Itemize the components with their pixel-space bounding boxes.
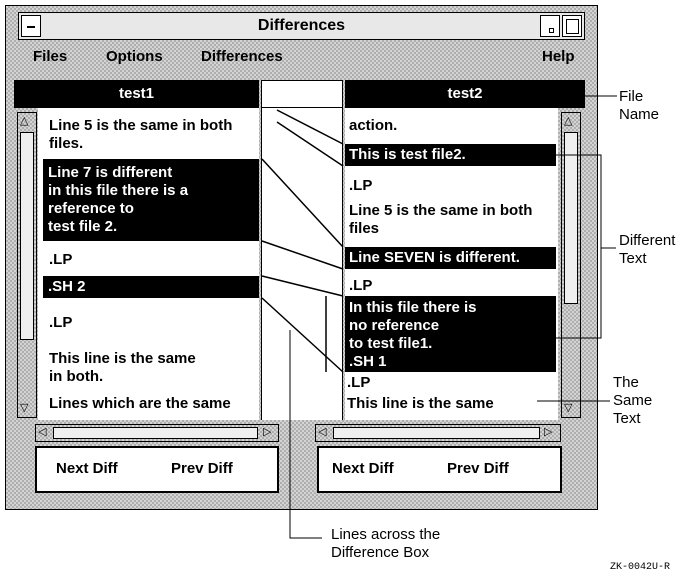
left-h-scroll-thumb[interactable]	[53, 427, 258, 439]
scroll-up-arrow-icon[interactable]: △	[20, 115, 29, 127]
left-diff-block	[43, 276, 259, 298]
menu-help[interactable]: Help	[542, 48, 575, 65]
right-file-name-header: test2	[345, 80, 585, 108]
left-line: This line is the same in both.	[49, 350, 196, 385]
left-line: .LP	[49, 314, 73, 331]
right-line: .LP	[349, 277, 373, 294]
right-line: Line SEVEN is different.	[349, 249, 520, 267]
right-next-diff-button[interactable]: Next Diff	[332, 460, 394, 477]
lines-across-annotation: Lines across the Difference Box	[331, 526, 441, 561]
figure-id-label: ZK-0042U-R	[610, 562, 671, 573]
left-prev-diff-button[interactable]: Prev Diff	[171, 460, 233, 477]
diff-connector-line	[261, 275, 344, 297]
left-line: Line 7 is different in this file there i…	[48, 164, 189, 236]
same-text-annotation: The Same Text	[613, 374, 653, 427]
left-next-diff-button[interactable]: Next Diff	[56, 460, 118, 477]
right-line: action.	[349, 117, 398, 134]
left-scroll-thumb[interactable]	[20, 132, 34, 340]
menu-options[interactable]: Options	[106, 48, 163, 65]
left-line: Lines which are the same	[49, 395, 231, 412]
minimize-button[interactable]	[540, 15, 560, 37]
right-line: .LP	[349, 177, 373, 194]
right-line: This line is the same	[347, 395, 494, 412]
left-line: .LP	[49, 251, 73, 268]
right-line: This is test file2.	[349, 146, 466, 164]
scroll-up-arrow-icon[interactable]: △	[564, 115, 573, 127]
window-title: Differences	[257, 17, 346, 34]
diff-connector-line	[276, 109, 344, 145]
left-line: Line 5 is the same in both files.	[49, 117, 233, 152]
maximize-button[interactable]	[562, 15, 582, 37]
callout-line	[289, 330, 322, 539]
left-file-name-header: test1	[14, 80, 259, 108]
menu-files[interactable]: Files	[33, 48, 68, 65]
right-button-box	[317, 446, 562, 493]
right-line: .LP	[347, 374, 371, 391]
title-bar[interactable]	[18, 12, 585, 40]
different-text-annotation: Different Text	[619, 232, 676, 267]
right-line: Line 5 is the same in both files	[349, 202, 533, 237]
left-button-box	[35, 446, 279, 493]
scroll-right-arrow-icon[interactable]: ▷	[263, 426, 272, 438]
diff-connector-line	[261, 297, 344, 373]
callout-line	[527, 154, 602, 339]
center-header-spacer	[261, 80, 343, 108]
diff-connector-line	[261, 158, 344, 248]
right-h-scroll-thumb[interactable]	[333, 427, 540, 439]
scroll-left-arrow-icon[interactable]: ◁	[38, 426, 47, 438]
scroll-right-arrow-icon[interactable]: ▷	[544, 426, 553, 438]
right-prev-diff-button[interactable]: Prev Diff	[447, 460, 509, 477]
diff-connector-line	[261, 240, 344, 270]
menu-differences[interactable]: Differences	[201, 48, 283, 65]
right-line: In this file there is no reference to te…	[349, 299, 477, 371]
scroll-down-arrow-icon[interactable]: ▽	[20, 402, 29, 414]
scroll-left-arrow-icon[interactable]: ◁	[318, 426, 327, 438]
file-name-annotation: File Name	[619, 88, 660, 123]
window-menu-button[interactable]	[21, 15, 41, 37]
scroll-down-arrow-icon[interactable]: ▽	[564, 402, 573, 414]
right-scroll-thumb[interactable]	[564, 132, 578, 304]
diff-connector-line	[276, 121, 344, 167]
left-line: .SH 2	[48, 278, 86, 296]
